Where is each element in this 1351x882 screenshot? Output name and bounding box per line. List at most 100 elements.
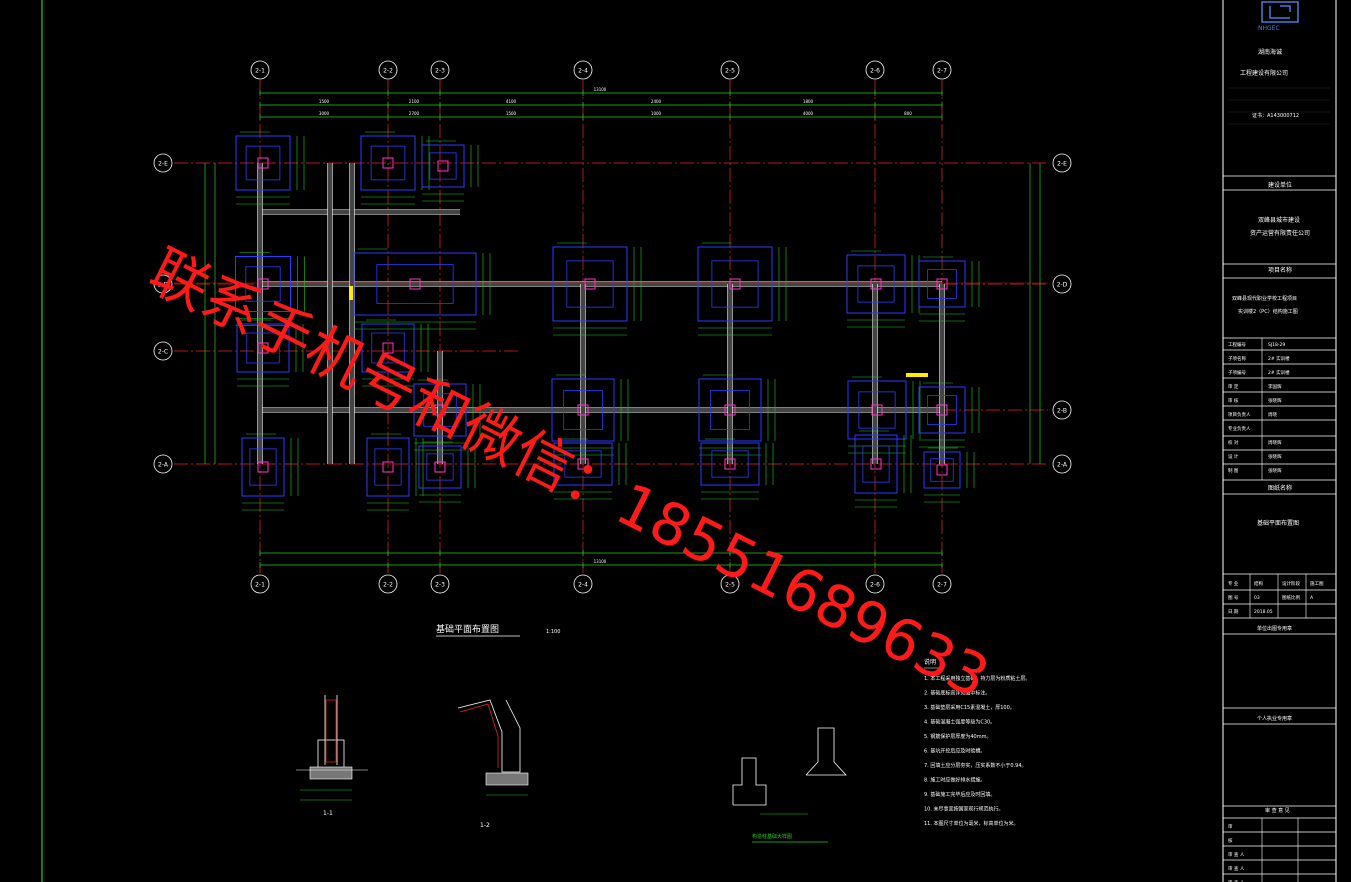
title-block-date: 2018.05 [1254,609,1273,615]
title-block-value: 李国辉 [1268,383,1282,390]
column-pedestal [577,404,589,416]
axis-bubble-top [932,60,952,80]
axis-bubble-bottom-label: 2-1 [255,582,265,589]
footing-inner [246,332,280,364]
review-row-label: 审 查 人 [1228,865,1245,872]
column-pedestal [936,464,948,476]
title-block-stage: 施工图 [1310,580,1324,587]
review-row-label: 核 [1228,837,1233,844]
title-block-key: 制 图 [1228,467,1239,474]
dimension-text: 4000 [803,111,814,116]
column-pedestal [434,461,446,473]
footing-outer [241,437,285,497]
note-line: 9. 基础施工完毕后应及时回填。 [924,791,995,798]
notes-block: 1. 本工程采用独立基础，持力层为粉质粘土层。2. 基础底标高详见图中标注。3.… [924,667,1030,827]
dimension-text-total: 13100 [594,87,607,92]
footing-outer [700,442,760,486]
axis-bubble-left [153,454,173,474]
grade-beam-fill [873,284,877,464]
detail-pedestal-left [732,757,767,806]
footing-inner [371,332,405,364]
column-pedestal [577,458,589,470]
axis-bubble-top [720,60,740,80]
title-block-value: 张晓辉 [1268,453,1282,460]
axis-bubble-left-label: 2-E [158,161,168,168]
footing-outer [366,437,410,497]
column-pedestal [870,278,882,290]
grade-beam-fill [940,284,944,464]
title-block-stage: 专 业 [1228,580,1239,587]
company-subtitle: 工程建设有限公司 [1240,69,1288,77]
axis-bubble-bottom-label: 2-6 [870,582,880,589]
footing-outer [236,323,290,373]
footing-inner [927,395,957,425]
dimension-text: 1800 [803,99,814,104]
axis-bubble-top-label: 2-6 [870,68,880,75]
footing-outer [418,445,462,489]
axis-bubble-top-label: 2-7 [937,68,947,75]
highlight-beam [349,286,353,300]
footing-outer [361,323,415,373]
title-block-stage: 设计阶段 [1282,580,1300,587]
section-2-label: 1-2 [480,822,490,829]
project-line2: 实训楼2（PC）结构施工图 [1238,308,1298,315]
column-pedestal [724,458,736,470]
footing-outer [697,246,773,322]
axis-bubble-top [430,60,450,80]
title-block-drawing-no: 图纸比例 [1282,594,1300,601]
grade-beam-fill [260,408,942,412]
section2-outline [457,699,521,773]
detail-label: 构造柱基础大样图 [752,833,792,840]
dimension-text: 2100 [409,99,420,104]
title-block-stage: 结构 [1254,580,1263,587]
axis-bubble-top [573,60,593,80]
axis-bubble-top-label: 2-4 [578,68,588,75]
footing-outer [918,386,966,434]
axis-bubble-top-label: 2-5 [725,68,735,75]
footing-inner [857,265,895,303]
footing-outer [235,256,291,312]
section-details [296,695,847,843]
title-block-key: 项目负责人 [1228,411,1251,418]
note-line: 10. 未尽事宜按国家现行规范执行。 [924,806,1004,813]
column-pedestal [382,342,394,354]
grade-beam-fill [328,163,332,464]
plan-scale: 1:100 [546,629,560,635]
axis-bubble-bottom-label: 2-3 [435,582,445,589]
axis-bubble-bottom [573,574,593,594]
axis-bubble-right-label: 2-D [1057,282,1068,289]
grade-beam-fill [438,351,442,464]
axis-bubble-bottom [720,574,740,594]
footing-inner [376,264,454,304]
grade-beam-fill [350,163,354,464]
footing-inner [862,445,890,483]
drawing-name: 基础平面布置图 [1257,519,1299,527]
dimension-text: 2700 [409,111,420,116]
project-line1: 双峰县现代职业学校工程项目 [1232,295,1297,302]
axis-bubble-bottom-label: 2-4 [578,582,588,589]
footing-outer [698,378,762,442]
title-block-key: 子项编号 [1228,369,1246,376]
footing-inner [566,260,614,308]
footing-inner [930,458,954,482]
axis-bubble-top-label: 2-2 [383,68,393,75]
axis-bubble-bottom [250,574,270,594]
note-line: 11. 本图尺寸单位为毫米，标高单位为米。 [924,820,1019,827]
axis-bubble-right [1052,274,1072,294]
footing-outer [918,260,966,308]
footing-outer [235,135,291,191]
grade-beam-fill [728,284,732,464]
title-block-key: 工程编号 [1228,341,1246,348]
column-pedestal [257,278,269,290]
company-logo-mark [1269,5,1291,19]
title-block-value: 张晓辉 [1268,397,1282,404]
title-block-value: 周晓辉 [1268,439,1282,446]
footing-inner [370,145,406,181]
note-line: 7. 回填土应分层夯实，压实系数不小于0.94。 [924,762,1027,769]
footing-inner [374,448,402,486]
note-line: 5. 钢筋保护层厚度为40mm。 [924,733,991,740]
footing-outer [421,144,465,188]
footing-inner [563,390,603,430]
